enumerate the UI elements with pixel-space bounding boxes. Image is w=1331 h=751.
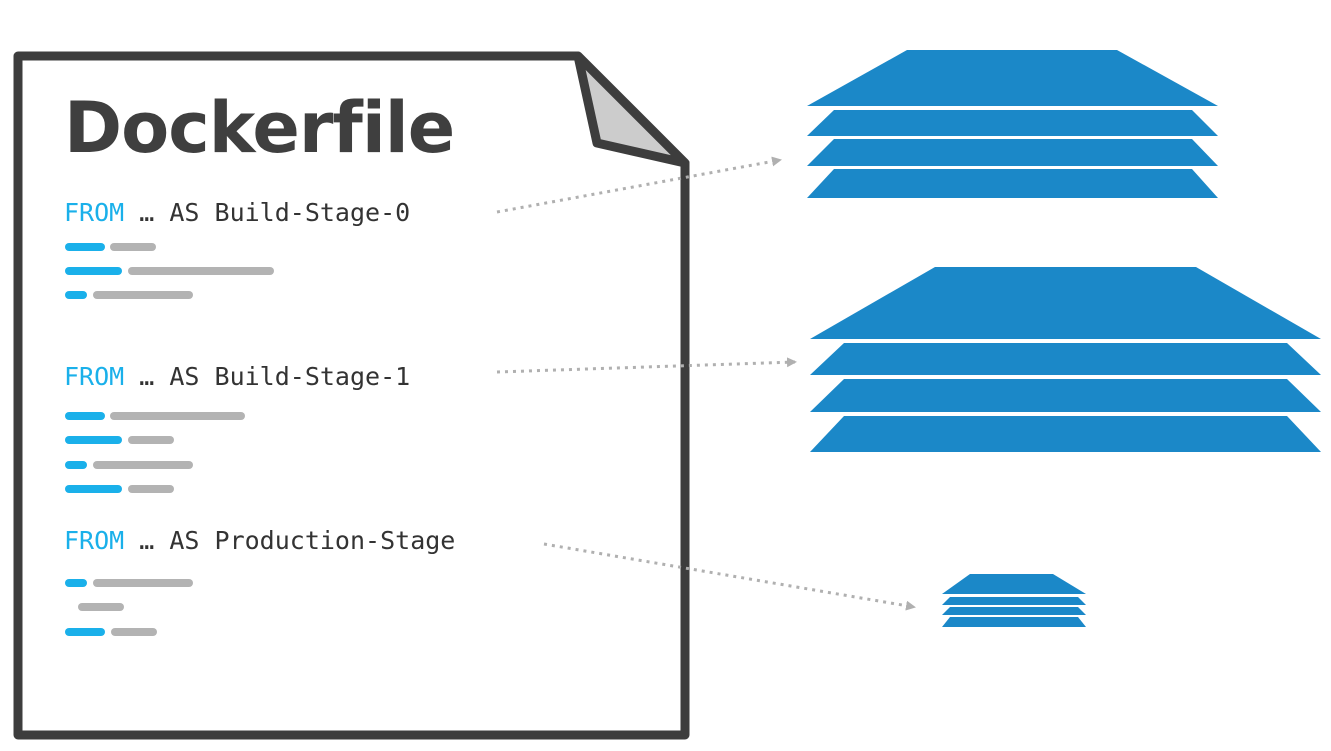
image-layer bbox=[942, 617, 1086, 627]
stage-instruction-rest: … AS Production-Stage bbox=[124, 526, 455, 555]
from-keyword: FROM bbox=[64, 362, 124, 391]
image-build-stage-0-layers bbox=[807, 50, 1218, 198]
code-placeholder-lines bbox=[65, 412, 245, 493]
image-layer bbox=[810, 379, 1321, 412]
image-build-stage-1-layers bbox=[810, 267, 1321, 452]
document-title: Dockerfile bbox=[64, 87, 454, 169]
arrow-stage-1-to-image bbox=[496, 357, 797, 374]
code-placeholder-lines bbox=[65, 579, 193, 636]
image-layer bbox=[810, 416, 1321, 452]
stage-instruction-rest: … AS Build-Stage-0 bbox=[124, 198, 410, 227]
arrow-stage-2-to-image bbox=[543, 542, 916, 611]
stage-arrows bbox=[496, 156, 916, 611]
from-keyword: FROM bbox=[64, 198, 124, 227]
image-layer bbox=[807, 169, 1218, 198]
code-placeholder-lines bbox=[65, 243, 274, 299]
image-layer bbox=[810, 267, 1321, 339]
document-outline bbox=[13, 51, 690, 740]
image-layer bbox=[942, 597, 1086, 605]
stage-instruction: FROM … AS Build-Stage-1 bbox=[64, 362, 410, 391]
stage-block-build-stage-1: FROM … AS Build-Stage-1 bbox=[64, 362, 410, 493]
dockerfile-document: Dockerfile bbox=[13, 51, 690, 740]
image-layer bbox=[810, 343, 1321, 375]
image-layer bbox=[807, 50, 1218, 106]
stage-block-production-stage: FROM … AS Production-Stage bbox=[64, 526, 455, 636]
image-layer bbox=[942, 574, 1086, 594]
stage-block-build-stage-0: FROM … AS Build-Stage-0 bbox=[64, 198, 410, 299]
page-fold-corner bbox=[573, 51, 690, 168]
from-keyword: FROM bbox=[64, 526, 124, 555]
image-layer bbox=[807, 139, 1218, 166]
stage-instruction-rest: … AS Build-Stage-1 bbox=[124, 362, 410, 391]
image-production-stage-layers bbox=[942, 574, 1086, 627]
image-layer bbox=[942, 607, 1086, 615]
stage-instruction: FROM … AS Production-Stage bbox=[64, 526, 455, 555]
image-layer bbox=[807, 110, 1218, 136]
stage-instruction: FROM … AS Build-Stage-0 bbox=[64, 198, 410, 227]
